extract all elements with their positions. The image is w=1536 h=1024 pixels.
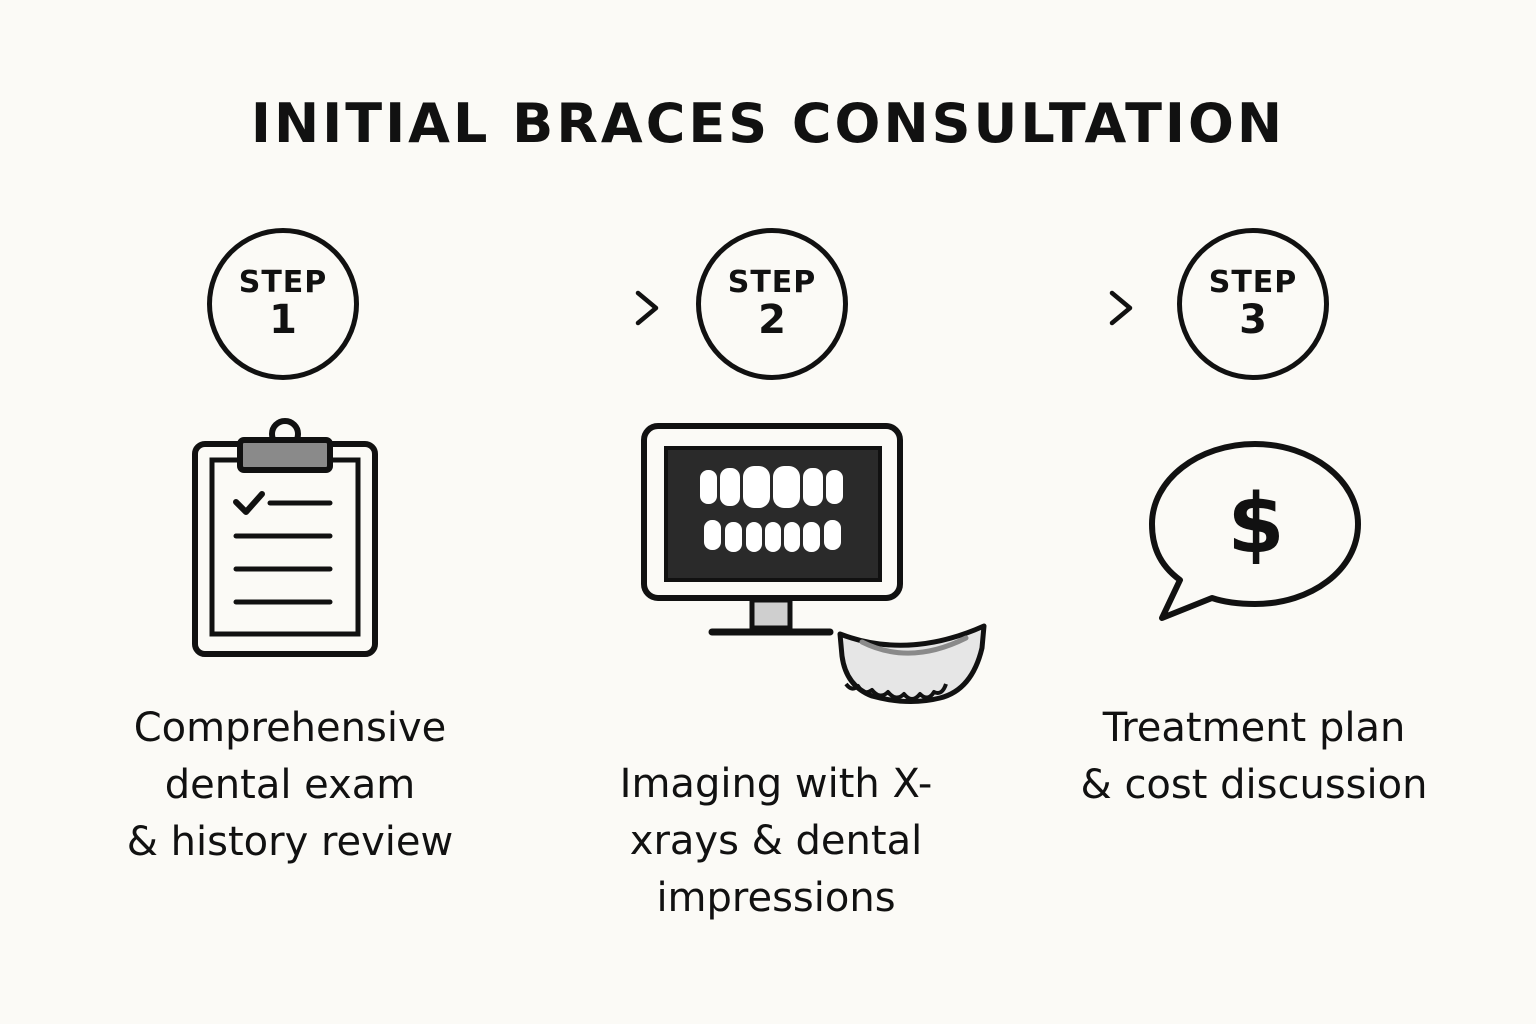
step-3-caption: Treatment plan & cost discussion <box>1080 705 1428 808</box>
arrow-step-2-to-3 <box>904 290 1133 326</box>
step-1-circle: STEP 1 <box>207 228 359 380</box>
xray-monitor-icon <box>641 423 987 705</box>
dollar-symbol: $ <box>1227 477 1284 572</box>
step-3-number: 3 <box>1239 297 1267 343</box>
step-3-circle: STEP 3 <box>1177 228 1329 380</box>
arrow-step-1-to-2 <box>414 290 659 326</box>
step-3-label: STEP <box>1208 265 1298 300</box>
clipboard-checklist-icon <box>192 418 378 657</box>
step-2-circle: STEP 2 <box>696 228 848 380</box>
step-1-caption: Comprehensive dental exam & history revi… <box>126 705 454 865</box>
step-1-label: STEP <box>238 265 328 300</box>
cost-speech-bubble-icon: $ <box>1149 441 1361 621</box>
step-1-number: 1 <box>269 297 297 343</box>
diagram-title: INITIAL BRACES CONSULTATION <box>250 92 1286 155</box>
step-2-caption: Imaging with X- xrays & dental impressio… <box>619 761 933 921</box>
step-2-number: 2 <box>758 297 786 343</box>
step-2-label: STEP <box>727 265 817 300</box>
